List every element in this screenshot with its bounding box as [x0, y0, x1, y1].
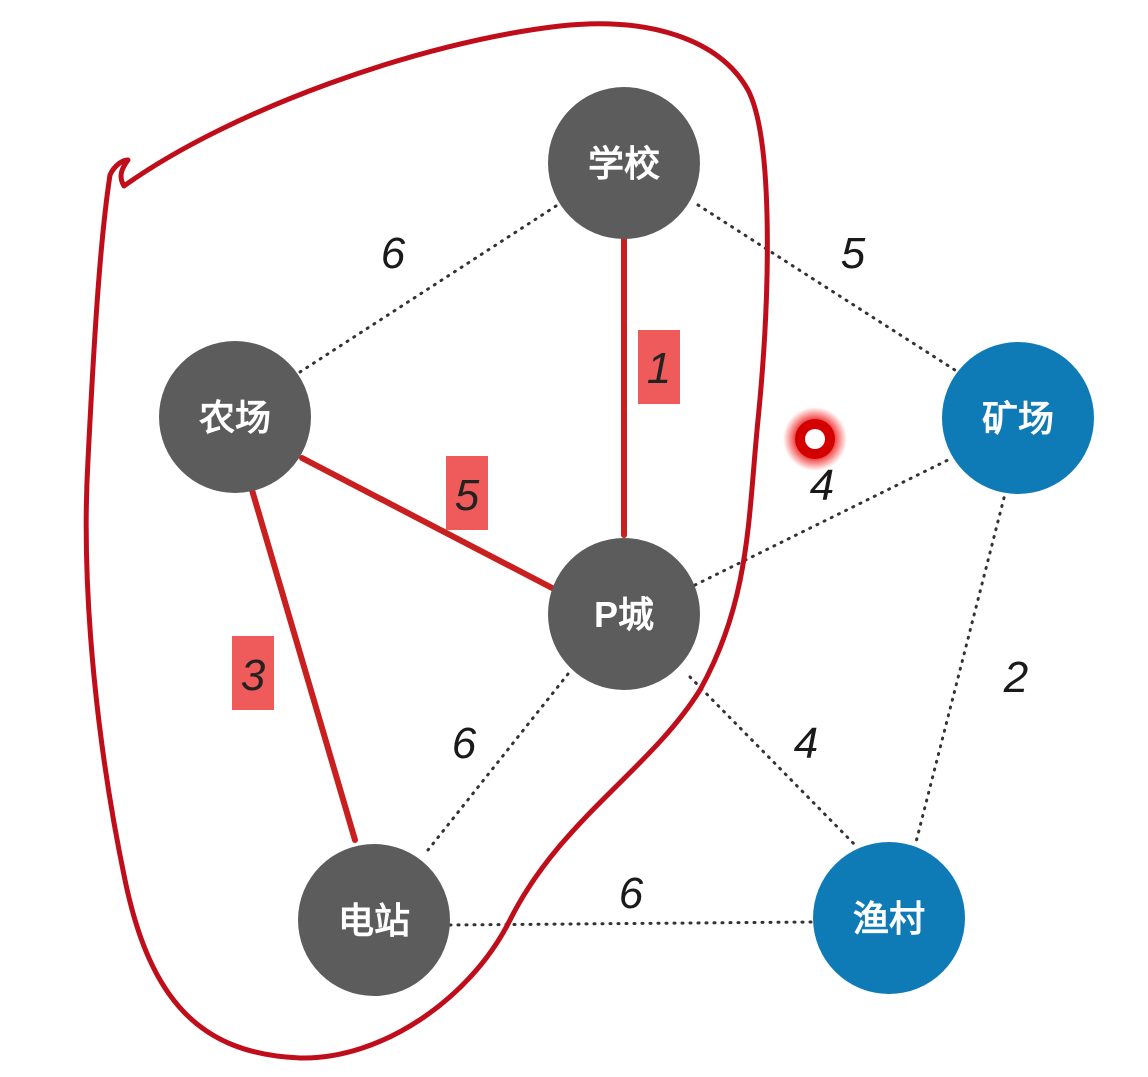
- weight-mine-village: 2: [1003, 653, 1028, 702]
- edge-farm-station: [249, 487, 358, 843]
- edge-school-mine: [696, 203, 960, 374]
- node-pcity-circle: [548, 538, 700, 690]
- node-village: 渔村: [813, 842, 965, 994]
- weight-school-farm: 6: [381, 229, 406, 278]
- weight-farm-station: 3: [241, 651, 266, 700]
- weight-box-school-pcity: [638, 330, 680, 404]
- edge-school-farm: [298, 204, 558, 374]
- edge-pcity-village: [688, 675, 860, 850]
- node-station-label: 电站: [338, 900, 410, 941]
- edge-weights: 6 5 1 5 3 4 6 4 2 6: [241, 229, 1028, 918]
- weight-farm-pcity: 5: [455, 471, 480, 520]
- node-farm-label: 农场: [199, 397, 271, 438]
- dotted-edges: [298, 203, 1008, 927]
- node-village-label: 渔村: [853, 898, 925, 939]
- edge-mine-village: [913, 488, 1008, 848]
- weight-school-pcity: 1: [647, 344, 671, 393]
- node-mine: 矿场: [942, 342, 1094, 494]
- node-station-circle: [298, 844, 450, 996]
- node-village-circle: [813, 842, 965, 994]
- weight-box-farm-pcity: [446, 456, 488, 530]
- node-farm: 农场: [159, 341, 311, 493]
- edge-station-village: [448, 920, 814, 927]
- weight-pcity-village: 4: [794, 719, 818, 768]
- node-school-label: 学校: [588, 143, 660, 184]
- node-pcity-label: P城: [594, 594, 654, 635]
- weight-pcity-station: 6: [452, 719, 477, 768]
- node-school-circle: [548, 87, 700, 239]
- edge-pcity-mine: [693, 456, 954, 587]
- node-farm-circle: [159, 341, 311, 493]
- edge-pcity-station: [426, 672, 570, 852]
- weight-boxes: [232, 330, 680, 710]
- node-mine-label: 矿场: [982, 398, 1054, 439]
- cursor-indicator-icon: [783, 407, 847, 471]
- node-school: 学校: [548, 87, 700, 239]
- node-station: 电站: [298, 844, 450, 996]
- weight-station-village: 6: [619, 869, 644, 918]
- weight-school-mine: 5: [841, 229, 866, 278]
- node-pcity: P城: [548, 538, 700, 690]
- selected-edges: [249, 234, 627, 843]
- edge-farm-pcity: [299, 455, 559, 593]
- hand-drawn-annotation-loop: [83, 21, 770, 1061]
- node-mine-circle: [942, 342, 1094, 494]
- weight-box-farm-station: [232, 636, 274, 710]
